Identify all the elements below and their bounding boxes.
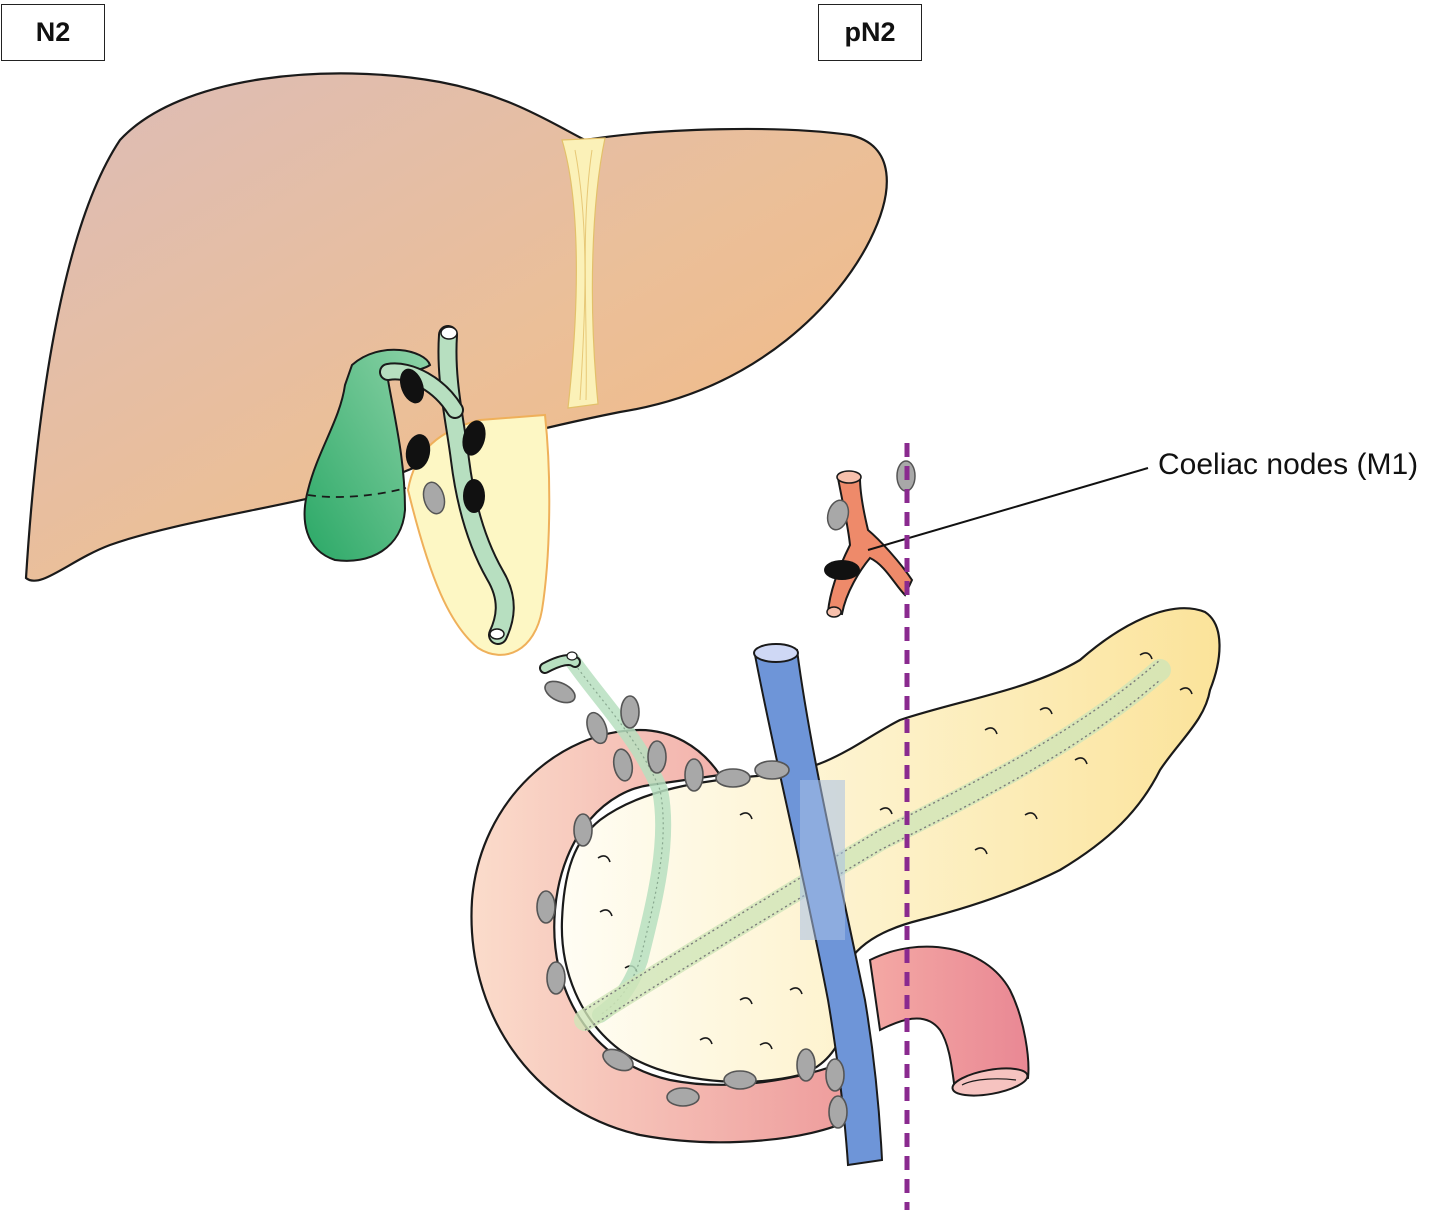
falciform-ligament [561,137,606,409]
peripancreatic-nodes [536,680,848,1129]
lymph-node-black [462,420,486,456]
duct-lumen-top [440,326,458,340]
liver-edge-dashed [307,487,407,498]
pancreatic-duct [574,659,1171,1031]
portal-vein-lumen [753,643,799,663]
lymph-node-grey [826,499,850,531]
stage-label-n2-text: N2 [35,17,71,47]
lymph-node-black [405,434,431,470]
artery-lumen [836,470,862,484]
gallbladder [303,348,432,562]
callout-leader-line [867,467,1149,551]
stage-label-pn2: pN2 [818,4,922,61]
lymph-node-black [463,479,485,513]
jejunum [868,945,1030,1092]
portal-vein-overlap [800,780,845,940]
duct-lumen-bottom [489,628,505,640]
lymph-node-grey [422,481,446,515]
stage-label-n2: N2 [1,4,105,61]
stage-label-pn2-text: pN2 [844,17,896,47]
lymph-node-black [399,368,425,404]
coeliac-artery [826,477,914,616]
coeliac-nodes-label: Coeliac nodes (M1) [1158,448,1419,481]
jejunum-lumen [951,1067,1029,1097]
lymph-node-black [824,560,860,580]
